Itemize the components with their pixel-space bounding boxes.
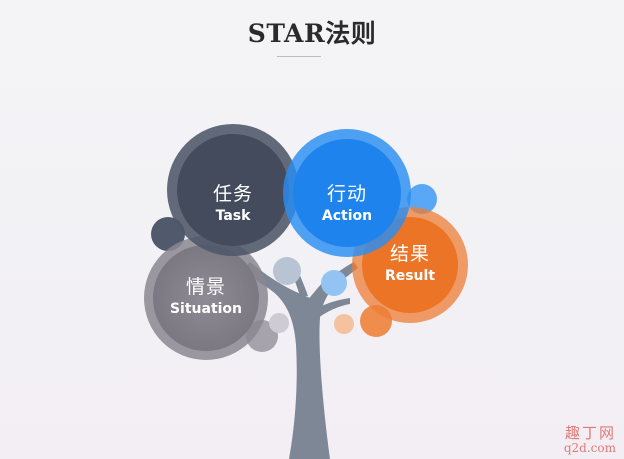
task-label: 任务 Task	[183, 184, 283, 224]
small-circle-blue	[407, 184, 437, 214]
small-circle-lightgray	[269, 313, 289, 333]
action-circle	[293, 139, 401, 247]
watermark-url: q2d.com	[563, 440, 616, 455]
action-label-en: Action	[321, 207, 373, 224]
small-circle-dark	[151, 217, 185, 251]
watermark-text: 趣丁网	[564, 424, 616, 443]
title-divider	[277, 56, 321, 57]
small-circle-peach	[334, 314, 354, 334]
situation-label: 情景 Situation	[156, 277, 256, 317]
task-label-cn: 任务	[212, 183, 253, 205]
task-label-en: Task	[215, 207, 251, 224]
result-label-cn: 结果	[389, 243, 430, 265]
situation-circle	[153, 245, 259, 351]
action-label: 行动 Action	[297, 184, 397, 224]
result-label-en: Result	[384, 267, 436, 284]
page-title: STAR法则	[247, 19, 377, 48]
watermark: 趣丁网 q2d.com	[564, 425, 616, 455]
situation-label-en: Situation	[169, 300, 243, 317]
action-label-cn: 行动	[326, 183, 367, 205]
task-circle	[177, 134, 289, 246]
result-label: 结果 Result	[360, 244, 460, 284]
small-circle-pale-blue	[273, 257, 301, 285]
small-circle-light-blue	[321, 270, 347, 296]
situation-label-cn: 情景	[185, 276, 226, 298]
